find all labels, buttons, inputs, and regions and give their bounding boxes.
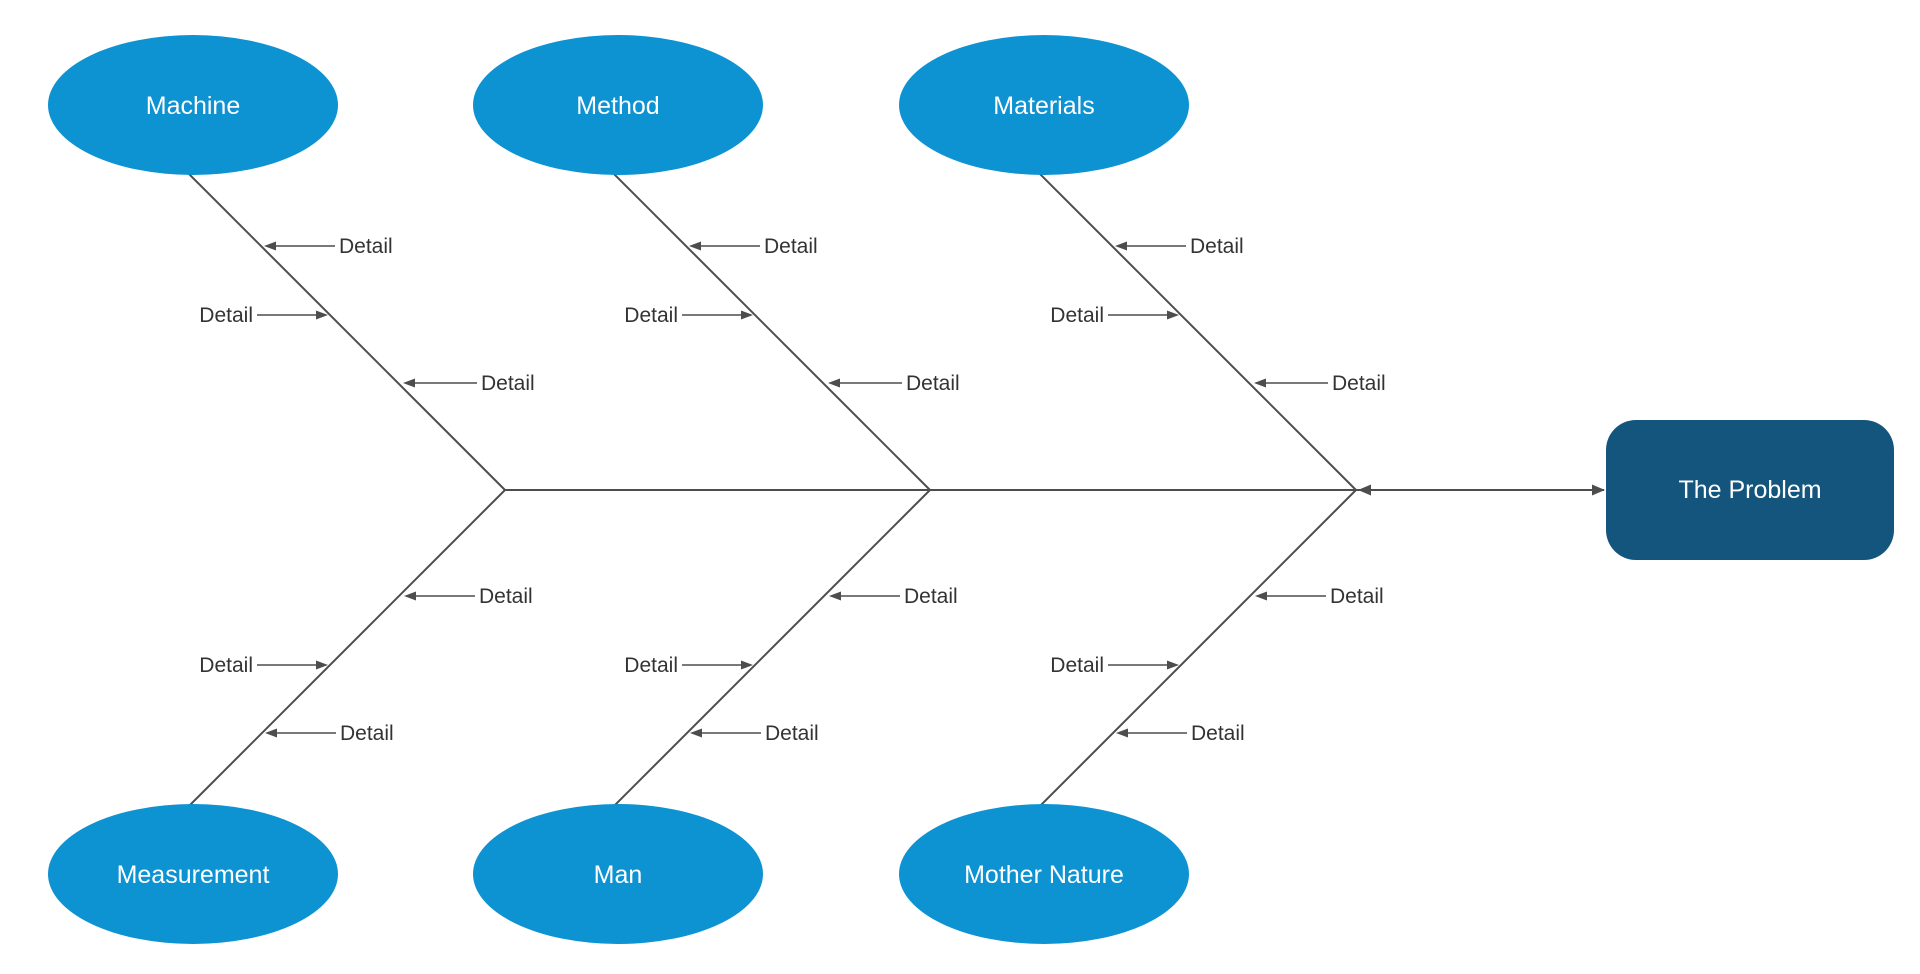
detail-annotation: Detail: [265, 722, 394, 745]
bone-man: [569, 489, 931, 851]
bone-method: [569, 129, 931, 491]
detail-annotation: Detail: [264, 235, 393, 258]
category-ellipse[interactable]: [473, 35, 763, 175]
detail-label[interactable]: Detail: [904, 585, 958, 608]
detail-annotation: Detail: [403, 372, 535, 395]
category-label: Method: [576, 92, 659, 120]
detail-label[interactable]: Detail: [624, 304, 678, 327]
detail-arrowhead-icon: [403, 378, 415, 388]
category-label: Measurement: [117, 861, 270, 889]
detail-annotation: Detail: [404, 585, 533, 608]
detail-label[interactable]: Detail: [906, 372, 960, 395]
detail-label[interactable]: Detail: [764, 235, 818, 258]
detail-arrowhead-icon: [829, 591, 841, 601]
detail-arrowhead-icon: [690, 728, 702, 738]
detail-label[interactable]: Detail: [1191, 722, 1245, 745]
detail-annotation: Detail: [1115, 235, 1244, 258]
detail-label[interactable]: Detail: [765, 722, 819, 745]
detail-arrowhead-icon: [1167, 310, 1179, 320]
detail-label[interactable]: Detail: [199, 304, 253, 327]
category-node-method[interactable]: Method: [473, 35, 763, 175]
detail-arrowhead-icon: [1254, 378, 1266, 388]
detail-label[interactable]: Detail: [340, 722, 394, 745]
detail-annotation: Detail: [689, 235, 818, 258]
detail-label[interactable]: Detail: [199, 654, 253, 677]
category-label: Man: [594, 861, 643, 889]
detail-annotation: Detail: [690, 722, 819, 745]
detail-arrowhead-icon: [316, 310, 328, 320]
detail-arrowhead-icon: [828, 378, 840, 388]
bone-mother-nature: [995, 489, 1357, 851]
detail-arrowhead-icon: [1115, 241, 1127, 251]
detail-arrowhead-icon: [264, 241, 276, 251]
detail-annotation: Detail: [199, 304, 328, 327]
detail-label[interactable]: Detail: [1050, 304, 1104, 327]
category-node-man[interactable]: Man: [473, 804, 763, 944]
detail-label[interactable]: Detail: [1190, 235, 1244, 258]
category-node-machine[interactable]: Machine: [48, 35, 338, 175]
detail-annotation: Detail: [1050, 654, 1179, 677]
bone-machine: [144, 129, 506, 491]
detail-label[interactable]: Detail: [1050, 654, 1104, 677]
detail-arrowhead-icon: [265, 728, 277, 738]
detail-label[interactable]: Detail: [1330, 585, 1384, 608]
detail-annotation: Detail: [624, 304, 753, 327]
detail-label[interactable]: Detail: [624, 654, 678, 677]
detail-arrowhead-icon: [1255, 591, 1267, 601]
category-ellipse[interactable]: [48, 804, 338, 944]
category-ellipse[interactable]: [899, 804, 1189, 944]
detail-annotation: Detail: [199, 654, 328, 677]
problem-node[interactable]: The Problem: [1606, 420, 1894, 560]
detail-arrowhead-icon: [316, 660, 328, 670]
category-label: Mother Nature: [964, 861, 1124, 889]
detail-annotation: Detail: [829, 585, 958, 608]
detail-annotation: Detail: [1255, 585, 1384, 608]
detail-arrowhead-icon: [741, 660, 753, 670]
detail-label[interactable]: Detail: [479, 585, 533, 608]
detail-annotation: Detail: [1254, 372, 1386, 395]
category-node-materials[interactable]: Materials: [899, 35, 1189, 175]
detail-arrowhead-icon: [689, 241, 701, 251]
category-node-measurement[interactable]: Measurement: [48, 804, 338, 944]
detail-arrowhead-icon: [1116, 728, 1128, 738]
category-ellipse[interactable]: [899, 35, 1189, 175]
bone-materials: [995, 129, 1357, 491]
problem-label: The Problem: [1678, 476, 1821, 504]
detail-annotation: Detail: [828, 372, 960, 395]
detail-arrowhead-icon: [404, 591, 416, 601]
spine-arrowhead-left-icon: [1358, 484, 1371, 496]
spine-arrowhead-right-icon: [1592, 484, 1605, 496]
detail-label[interactable]: Detail: [481, 372, 535, 395]
category-node-mother-nature[interactable]: Mother Nature: [899, 804, 1189, 944]
category-label: Materials: [993, 92, 1094, 120]
category-ellipse[interactable]: [473, 804, 763, 944]
detail-label[interactable]: Detail: [339, 235, 393, 258]
category-ellipse[interactable]: [48, 35, 338, 175]
detail-label[interactable]: Detail: [1332, 372, 1386, 395]
detail-arrowhead-icon: [1167, 660, 1179, 670]
detail-annotation: Detail: [1050, 304, 1179, 327]
detail-annotation: Detail: [1116, 722, 1245, 745]
detail-arrowhead-icon: [741, 310, 753, 320]
category-label: Machine: [146, 92, 241, 120]
bone-measurement: [144, 489, 506, 851]
detail-annotation: Detail: [624, 654, 753, 677]
problem-rect[interactable]: [1606, 420, 1894, 560]
